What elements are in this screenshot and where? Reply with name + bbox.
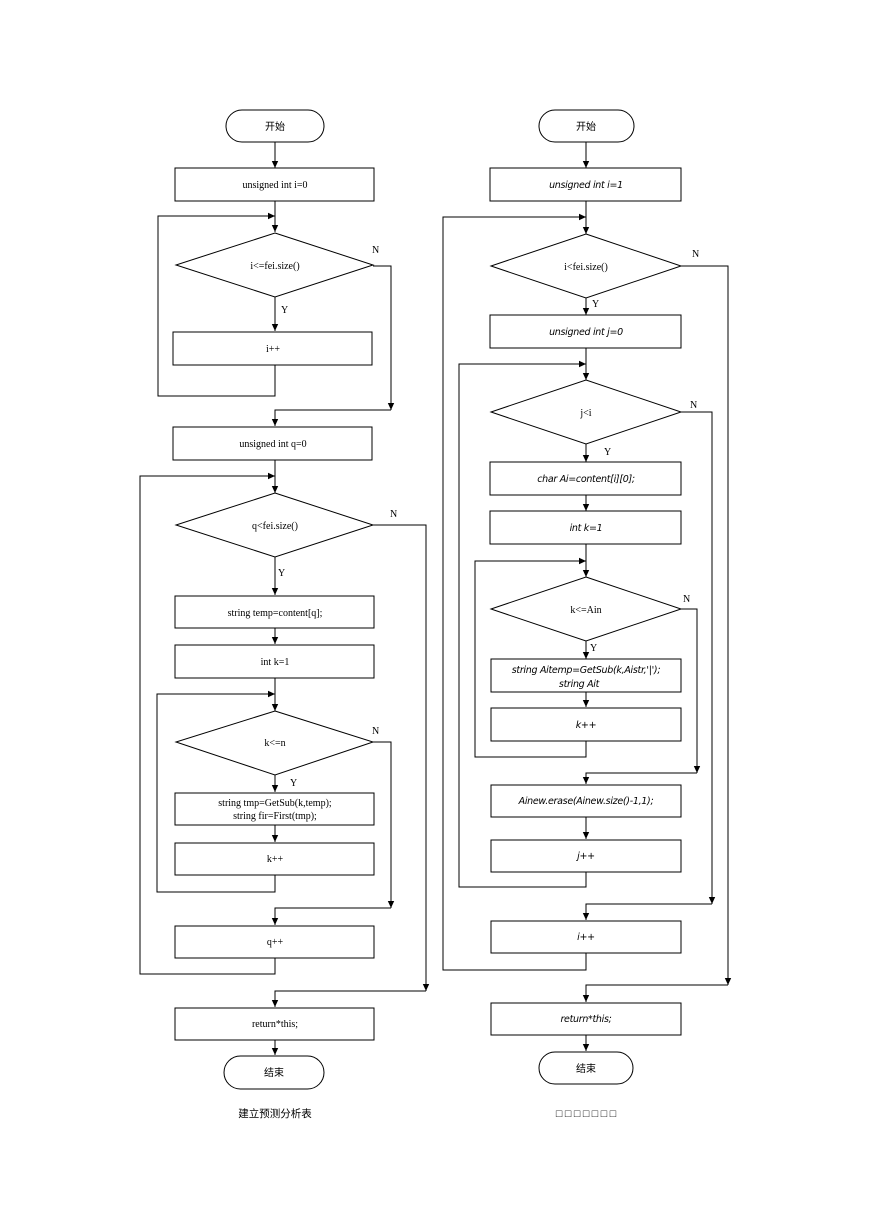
right-end-terminal bbox=[538, 1051, 634, 1085]
left-cond-q-diamond bbox=[174, 492, 375, 558]
right-inc-i-box bbox=[490, 920, 682, 954]
right-aitemp-label-line1: string Aitemp=GetSub(k,Aistr,'|'); bbox=[512, 665, 661, 676]
left-inc-k-box bbox=[174, 842, 375, 876]
right-init-k-label: int k=1 bbox=[570, 523, 603, 534]
left-inc-i-label: i++ bbox=[266, 344, 280, 355]
right-inc-k-label: k++ bbox=[576, 720, 597, 731]
right-cond-i-label: i<fei.size() bbox=[564, 262, 608, 273]
left-init-k-box bbox=[174, 644, 375, 679]
left-return-box bbox=[174, 1007, 375, 1041]
right-connectors bbox=[442, 142, 732, 1051]
left-end-label: 结束 bbox=[264, 1066, 284, 1079]
right-inc-i-label: i++ bbox=[577, 932, 595, 943]
right-init-i-box bbox=[489, 167, 682, 202]
left-end-terminal bbox=[223, 1055, 325, 1090]
left-inc-q-label: q++ bbox=[267, 937, 284, 948]
right-aitemp-label-line2: string Ait bbox=[559, 679, 601, 690]
right-start-terminal bbox=[538, 109, 635, 143]
right-aitemp-box bbox=[490, 658, 682, 693]
left-tmp-box bbox=[174, 792, 375, 826]
right-flowchart: 开始 unsigned int i=1 i<fei.size() Y N uns… bbox=[442, 109, 732, 1120]
right-cond-j-diamond bbox=[489, 379, 683, 445]
right-cond-i-yes: Y bbox=[592, 299, 599, 310]
right-erase-label: Ainew.erase(Ainew.size()-1,1); bbox=[518, 796, 654, 807]
left-cond-k-label: k<=n bbox=[264, 738, 285, 749]
left-cond-i-label: i<=fei.size() bbox=[250, 261, 299, 272]
right-init-k-box bbox=[489, 510, 682, 545]
left-cond-i-diamond bbox=[174, 232, 375, 298]
left-init-q-box bbox=[172, 426, 373, 461]
right-cond-k-diamond bbox=[489, 576, 683, 642]
left-inc-q-box bbox=[174, 925, 375, 959]
left-cond-k-yes: Y bbox=[290, 778, 297, 789]
right-cond-j-label: j<i bbox=[579, 408, 591, 419]
right-cond-k-yes: Y bbox=[590, 643, 597, 654]
left-start-terminal bbox=[225, 109, 325, 143]
left-temp-box bbox=[174, 595, 375, 629]
left-temp-label: string temp=content[q]; bbox=[228, 608, 323, 619]
left-return-label: return*this; bbox=[252, 1019, 298, 1030]
right-cond-j-no: N bbox=[690, 400, 697, 411]
right-start-label: 开始 bbox=[576, 120, 596, 133]
left-init-i-box bbox=[174, 167, 375, 202]
left-inc-i-box bbox=[172, 331, 373, 366]
right-caption: □ □ □ □ □ □ □ bbox=[556, 1109, 617, 1120]
right-init-j-label: unsigned int j=0 bbox=[549, 327, 623, 338]
right-cond-k-no: N bbox=[683, 594, 690, 605]
right-cond-k-label: k<=Ain bbox=[570, 605, 601, 616]
left-caption: 建立预测分析表 bbox=[238, 1107, 312, 1120]
left-init-k-label: int k=1 bbox=[261, 657, 290, 668]
right-cond-i-no: N bbox=[692, 249, 699, 260]
left-cond-q-no: N bbox=[390, 509, 397, 520]
right-return-box bbox=[490, 1002, 682, 1036]
right-erase-box bbox=[490, 784, 682, 818]
right-return-label: return*this; bbox=[560, 1014, 611, 1025]
right-init-j-box bbox=[489, 314, 682, 349]
right-init-i-label: unsigned int i=1 bbox=[549, 180, 623, 191]
left-cond-i-yes: Y bbox=[281, 305, 288, 316]
right-cond-j-yes: Y bbox=[604, 447, 611, 458]
left-tmp-label-line2: string fir=First(tmp); bbox=[233, 811, 317, 822]
right-char-ai-box bbox=[489, 461, 682, 496]
right-inc-j-box bbox=[490, 839, 682, 873]
right-cond-i-diamond bbox=[489, 233, 683, 299]
right-inc-j-label: j++ bbox=[575, 851, 595, 862]
left-init-i-label: unsigned int i=0 bbox=[242, 180, 307, 191]
left-cond-q-yes: Y bbox=[278, 568, 285, 579]
left-init-q-label: unsigned int q=0 bbox=[239, 439, 306, 450]
left-connectors bbox=[139, 142, 430, 1055]
right-inc-k-box bbox=[490, 707, 682, 742]
left-inc-k-label: k++ bbox=[267, 854, 284, 865]
left-flowchart: 开始 unsigned int i=0 i<=fei.size() Y N i+… bbox=[139, 109, 430, 1120]
left-cond-k-no: N bbox=[372, 726, 379, 737]
left-cond-k-diamond bbox=[174, 710, 375, 776]
right-char-ai-label: char Ai=content[i][0]; bbox=[537, 474, 635, 485]
left-cond-q-label: q<fei.size() bbox=[252, 521, 298, 532]
left-tmp-label-line1: string tmp=GetSub(k,temp); bbox=[218, 798, 332, 809]
left-start-label: 开始 bbox=[265, 120, 285, 133]
left-cond-i-no: N bbox=[372, 245, 379, 256]
right-end-label: 结束 bbox=[576, 1062, 596, 1075]
